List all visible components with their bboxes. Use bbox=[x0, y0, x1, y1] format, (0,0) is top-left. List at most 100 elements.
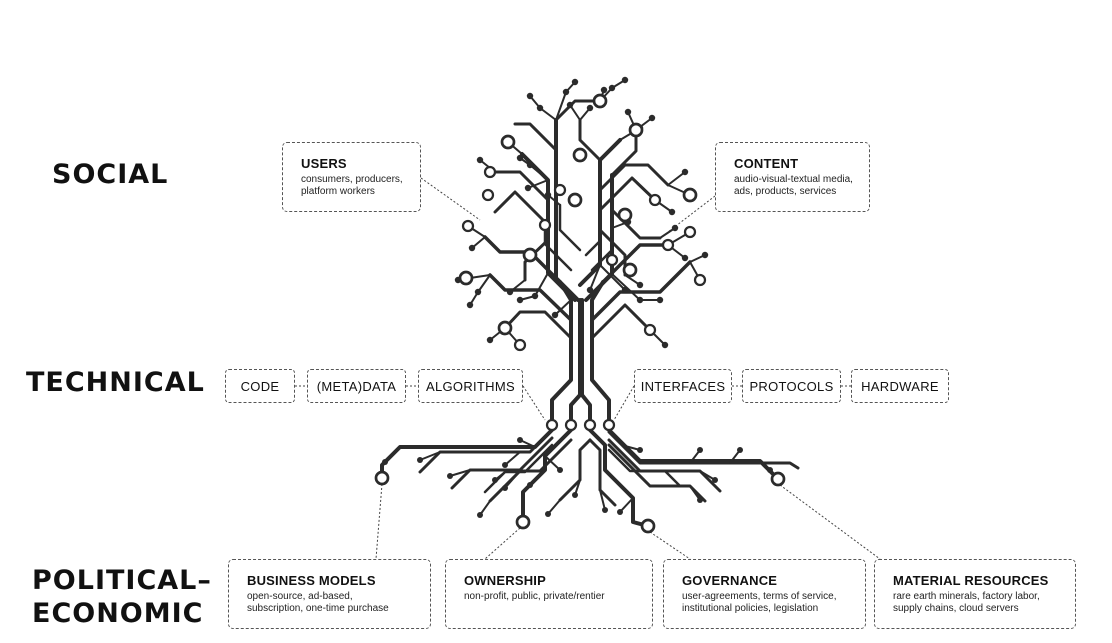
branch-line bbox=[477, 274, 491, 293]
content-box: CONTENT audio-visual-textual media, ads,… bbox=[715, 142, 870, 212]
branch-line bbox=[419, 451, 441, 461]
branch-end-dot bbox=[668, 208, 676, 216]
branch-end-dot bbox=[656, 296, 664, 304]
business-models-title: BUSINESS MODELS bbox=[247, 573, 376, 588]
branch-line bbox=[554, 299, 572, 316]
branch-end-dot bbox=[681, 254, 689, 262]
branch-end-dot bbox=[524, 184, 532, 192]
branch-line bbox=[503, 310, 573, 340]
branch-end-dot bbox=[621, 76, 629, 84]
branch-line bbox=[521, 428, 573, 524]
branch-line bbox=[513, 122, 558, 152]
branch-line bbox=[493, 170, 550, 202]
branch-end-dot bbox=[602, 507, 608, 513]
branch-end-dot bbox=[621, 286, 629, 294]
branch-end-dot bbox=[661, 341, 669, 349]
material-resources-title: MATERIAL RESOURCES bbox=[893, 573, 1049, 588]
branch-node-ring bbox=[583, 418, 597, 432]
branch-node-ring bbox=[770, 471, 786, 487]
branch-end-dot bbox=[697, 497, 703, 503]
branch-end-dot bbox=[492, 477, 498, 483]
branch-end-dot bbox=[697, 447, 703, 453]
branch-end-dot bbox=[466, 301, 474, 309]
branch-line bbox=[601, 243, 670, 284]
branch-end-dot bbox=[527, 482, 533, 488]
branch-end-dot bbox=[617, 509, 623, 515]
branch-line bbox=[450, 436, 554, 490]
pill-code: CODE bbox=[225, 369, 295, 403]
branch-node-ring bbox=[538, 218, 552, 232]
branch-line bbox=[558, 203, 582, 252]
branch-node-ring bbox=[500, 134, 516, 150]
branch-line bbox=[667, 171, 686, 186]
branch-line bbox=[578, 118, 602, 162]
branch-end-dot bbox=[566, 101, 574, 109]
branch-node-ring bbox=[605, 253, 619, 267]
branch-line bbox=[588, 428, 650, 528]
branch-line bbox=[590, 280, 611, 427]
branch-line bbox=[578, 138, 622, 287]
branch-end-dot bbox=[551, 311, 559, 319]
branch-end-dot bbox=[600, 86, 608, 94]
branch-line bbox=[590, 226, 614, 272]
branch-line bbox=[619, 497, 634, 513]
branch-node-ring bbox=[640, 518, 656, 534]
business-models-box: BUSINESS MODELS open-source, ad-based, s… bbox=[228, 559, 431, 629]
branch-end-dot bbox=[468, 244, 476, 252]
users-box: USERS consumers, producers, platform wor… bbox=[282, 142, 421, 212]
branch-node-ring bbox=[481, 188, 495, 202]
branch-line bbox=[543, 223, 573, 272]
branch-end-dot bbox=[681, 168, 689, 176]
connector-line bbox=[484, 527, 521, 560]
branch-line bbox=[488, 273, 573, 322]
branch-end-dot bbox=[571, 78, 579, 86]
branch-line bbox=[529, 469, 546, 486]
layer-label-political: POLITICAL– bbox=[32, 565, 212, 596]
branch-end-dot bbox=[586, 286, 594, 294]
material-resources-desc: rare earth minerals, factory labor, supp… bbox=[893, 591, 1040, 614]
branch-line bbox=[590, 303, 652, 340]
branch-line bbox=[493, 190, 550, 227]
branch-end-dot bbox=[447, 473, 453, 479]
branch-line bbox=[504, 451, 521, 466]
branch-line bbox=[527, 179, 549, 189]
branch-node-ring bbox=[683, 225, 697, 239]
branch-end-dot bbox=[536, 104, 544, 112]
branch-line bbox=[590, 260, 692, 322]
connector-line bbox=[649, 531, 691, 560]
branch-node-ring bbox=[374, 470, 390, 486]
branch-node-ring bbox=[567, 192, 583, 208]
branch-end-dot bbox=[608, 84, 616, 92]
branch-line bbox=[607, 430, 800, 470]
branch-line bbox=[580, 298, 592, 427]
branch-line bbox=[584, 239, 602, 257]
branch-line bbox=[483, 235, 562, 284]
branch-line bbox=[529, 164, 549, 181]
branch-line bbox=[607, 448, 682, 488]
pill-metadata: (META)DATA bbox=[307, 369, 406, 403]
branch-end-dot bbox=[502, 462, 508, 468]
branch-line bbox=[607, 443, 707, 503]
branch-end-dot bbox=[506, 288, 514, 296]
branch-line bbox=[607, 438, 722, 493]
branch-end-dot bbox=[637, 447, 643, 453]
branch-end-dot bbox=[562, 88, 570, 96]
branch-end-dot bbox=[636, 281, 644, 289]
branch-line bbox=[534, 272, 549, 297]
branch-end-dot bbox=[767, 467, 773, 473]
branch-line bbox=[558, 438, 592, 502]
branch-node-ring bbox=[461, 219, 475, 233]
branch-line bbox=[544, 455, 561, 471]
branch-end-dot bbox=[701, 251, 709, 259]
branch-node-ring bbox=[602, 418, 616, 432]
content-desc: audio-visual-textual media, ads, product… bbox=[734, 174, 853, 197]
branch-end-dot bbox=[502, 485, 508, 491]
governance-title: GOVERNANCE bbox=[682, 573, 778, 588]
branch-end-dot bbox=[526, 92, 534, 100]
connector-line bbox=[420, 177, 481, 221]
branch-node-ring bbox=[458, 270, 474, 286]
branch-end-dot bbox=[557, 467, 563, 473]
branch-line bbox=[547, 499, 561, 515]
branch-line bbox=[598, 163, 670, 192]
